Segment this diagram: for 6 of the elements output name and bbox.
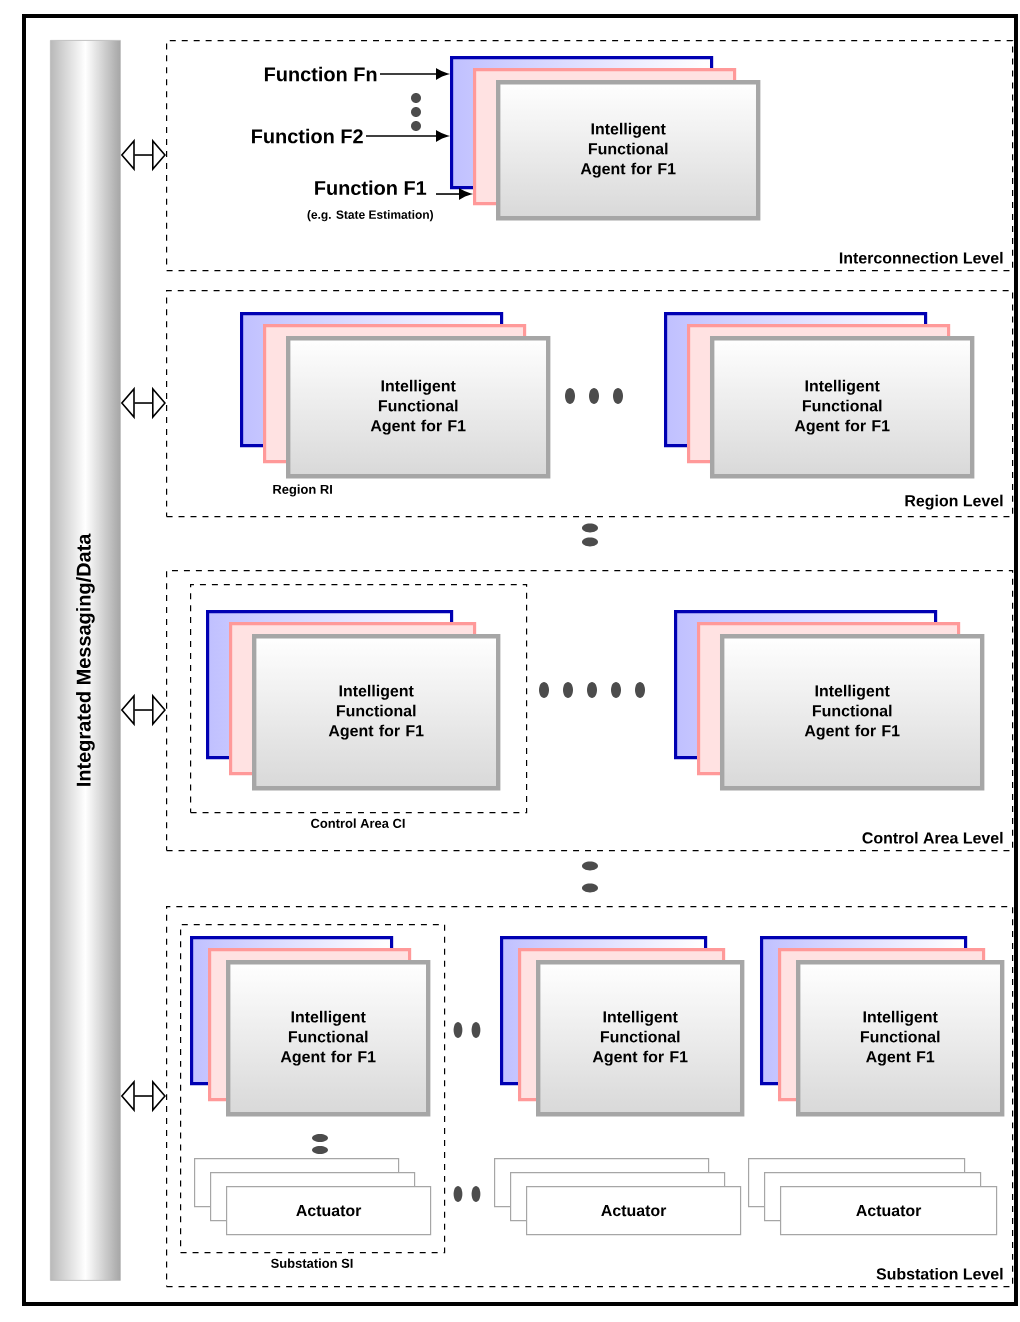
arrow bbox=[435, 188, 471, 200]
function-label: Function Fn bbox=[264, 66, 377, 82]
function-label: Function F2 bbox=[252, 128, 363, 144]
arrow bbox=[379, 68, 448, 80]
arrow bbox=[365, 130, 448, 142]
bus-label: Integrated Messaging/Data bbox=[76, 533, 95, 786]
